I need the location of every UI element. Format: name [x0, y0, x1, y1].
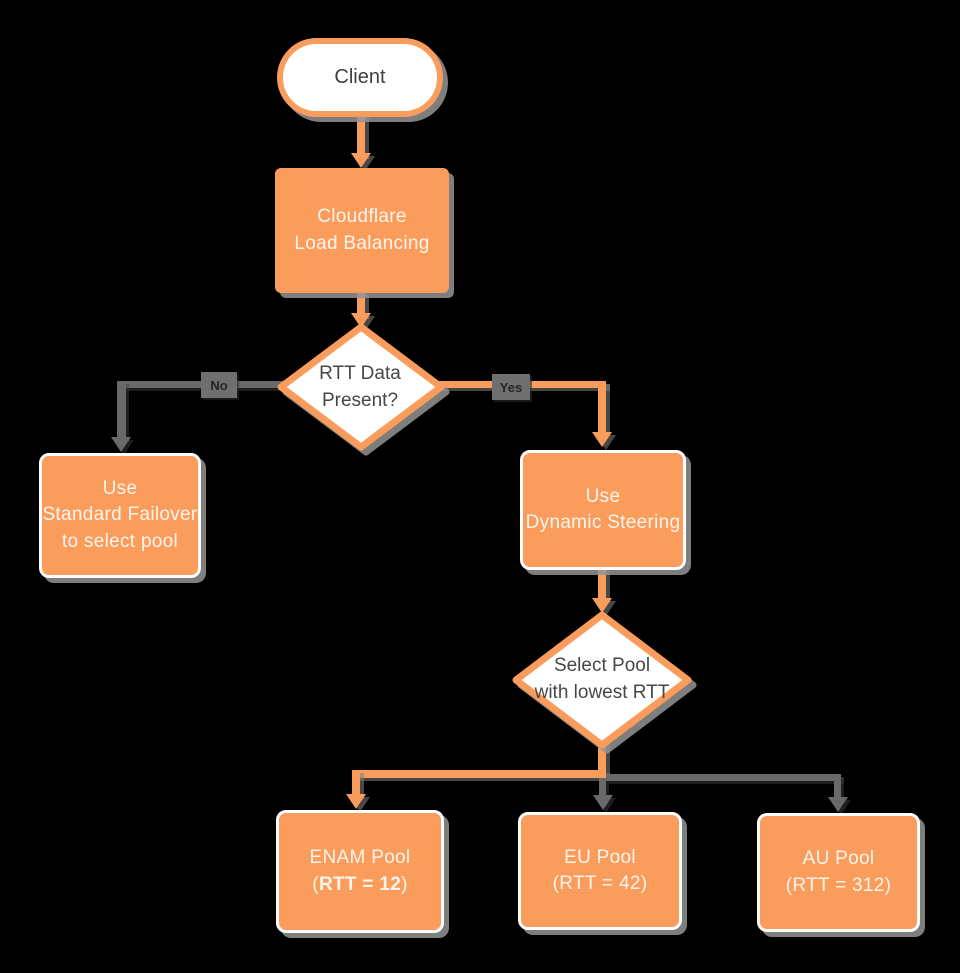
node-au-pool: AU Pool (RTT = 312)	[757, 813, 920, 932]
edge-label-yes: Yes	[492, 374, 530, 400]
edge-dynamicsteering-selectpool	[598, 568, 606, 600]
enam-pool-rtt: (RTT = 12)	[312, 872, 407, 898]
cloudflare-line1: Cloudflare	[317, 206, 407, 228]
enam-rtt-value: RTT = 12	[318, 873, 402, 895]
cloudflare-line2: Load Balancing	[294, 232, 430, 254]
edge-no-vertical	[117, 381, 126, 439]
select-pool-line2: with lowest RTT	[534, 682, 670, 703]
client-label: Client	[334, 66, 386, 88]
node-eu-pool: EU Pool (RTT = 42)	[518, 812, 682, 930]
decision-select-pool: Select Pool with lowest RTT	[515, 618, 689, 742]
edge-yes-vertical	[598, 381, 606, 433]
node-cloudflare-load-balancing: Cloudflare Load Balancing	[275, 168, 449, 293]
arrowhead-icon	[346, 794, 366, 809]
enam-paren-close: )	[401, 873, 408, 895]
arrowhead-icon	[828, 797, 848, 812]
decision-rtt-data-present: RTT Data Present?	[283, 330, 437, 446]
decision-select-pool-shape	[512, 611, 692, 749]
edge-cloudflare-rttpresent	[357, 291, 365, 316]
yes-label-text: Yes	[499, 379, 523, 395]
eu-pool-title: EU Pool	[564, 846, 636, 868]
standard-failover-line1: Use	[102, 478, 138, 500]
rtt-present-line2: Present?	[321, 390, 399, 411]
au-pool-title: AU Pool	[802, 848, 875, 870]
edge-selectpool-stem	[598, 738, 606, 778]
enam-paren-open: (	[312, 873, 319, 895]
edge-label-no: No	[201, 372, 237, 398]
arrowhead-icon	[111, 437, 131, 452]
dynamic-steering-line2: Dynamic Steering	[525, 512, 681, 533]
edge-client-cloudflare	[357, 112, 365, 156]
arrowhead-icon	[592, 598, 612, 613]
dynamic-steering-line1: Use	[585, 485, 621, 507]
edge-enam-vertical	[352, 770, 360, 796]
node-enam-pool: ENAM Pool (RTT = 12)	[276, 810, 444, 933]
arrowhead-icon	[593, 795, 613, 810]
rtt-present-line1: RTT Data	[319, 363, 401, 385]
node-standard-failover: Use Standard Failover to select pool	[39, 453, 201, 578]
decision-rtt-data-present-shape	[277, 323, 445, 451]
standard-failover-line3: to select pool	[61, 530, 179, 552]
au-pool-rtt: (RTT = 312)	[785, 874, 892, 896]
eu-pool-rtt: (RTT = 42)	[552, 873, 648, 894]
standard-failover-line2: Standard Failover	[42, 504, 198, 526]
select-pool-line1: Select Pool	[553, 655, 651, 677]
arrowhead-icon	[351, 153, 371, 168]
edge-enam-horizontal	[352, 770, 606, 778]
no-label-text: No	[210, 377, 228, 393]
edge-au-horizontal	[606, 774, 841, 781]
enam-pool-title: ENAM Pool	[309, 847, 411, 869]
arrowhead-icon	[592, 432, 612, 447]
arrowhead-icon	[351, 313, 371, 328]
edge-eu-vertical	[599, 778, 606, 798]
node-dynamic-steering: Use Dynamic Steering	[520, 450, 686, 570]
edge-au-vertical	[834, 774, 841, 800]
node-client: Client	[277, 38, 443, 117]
